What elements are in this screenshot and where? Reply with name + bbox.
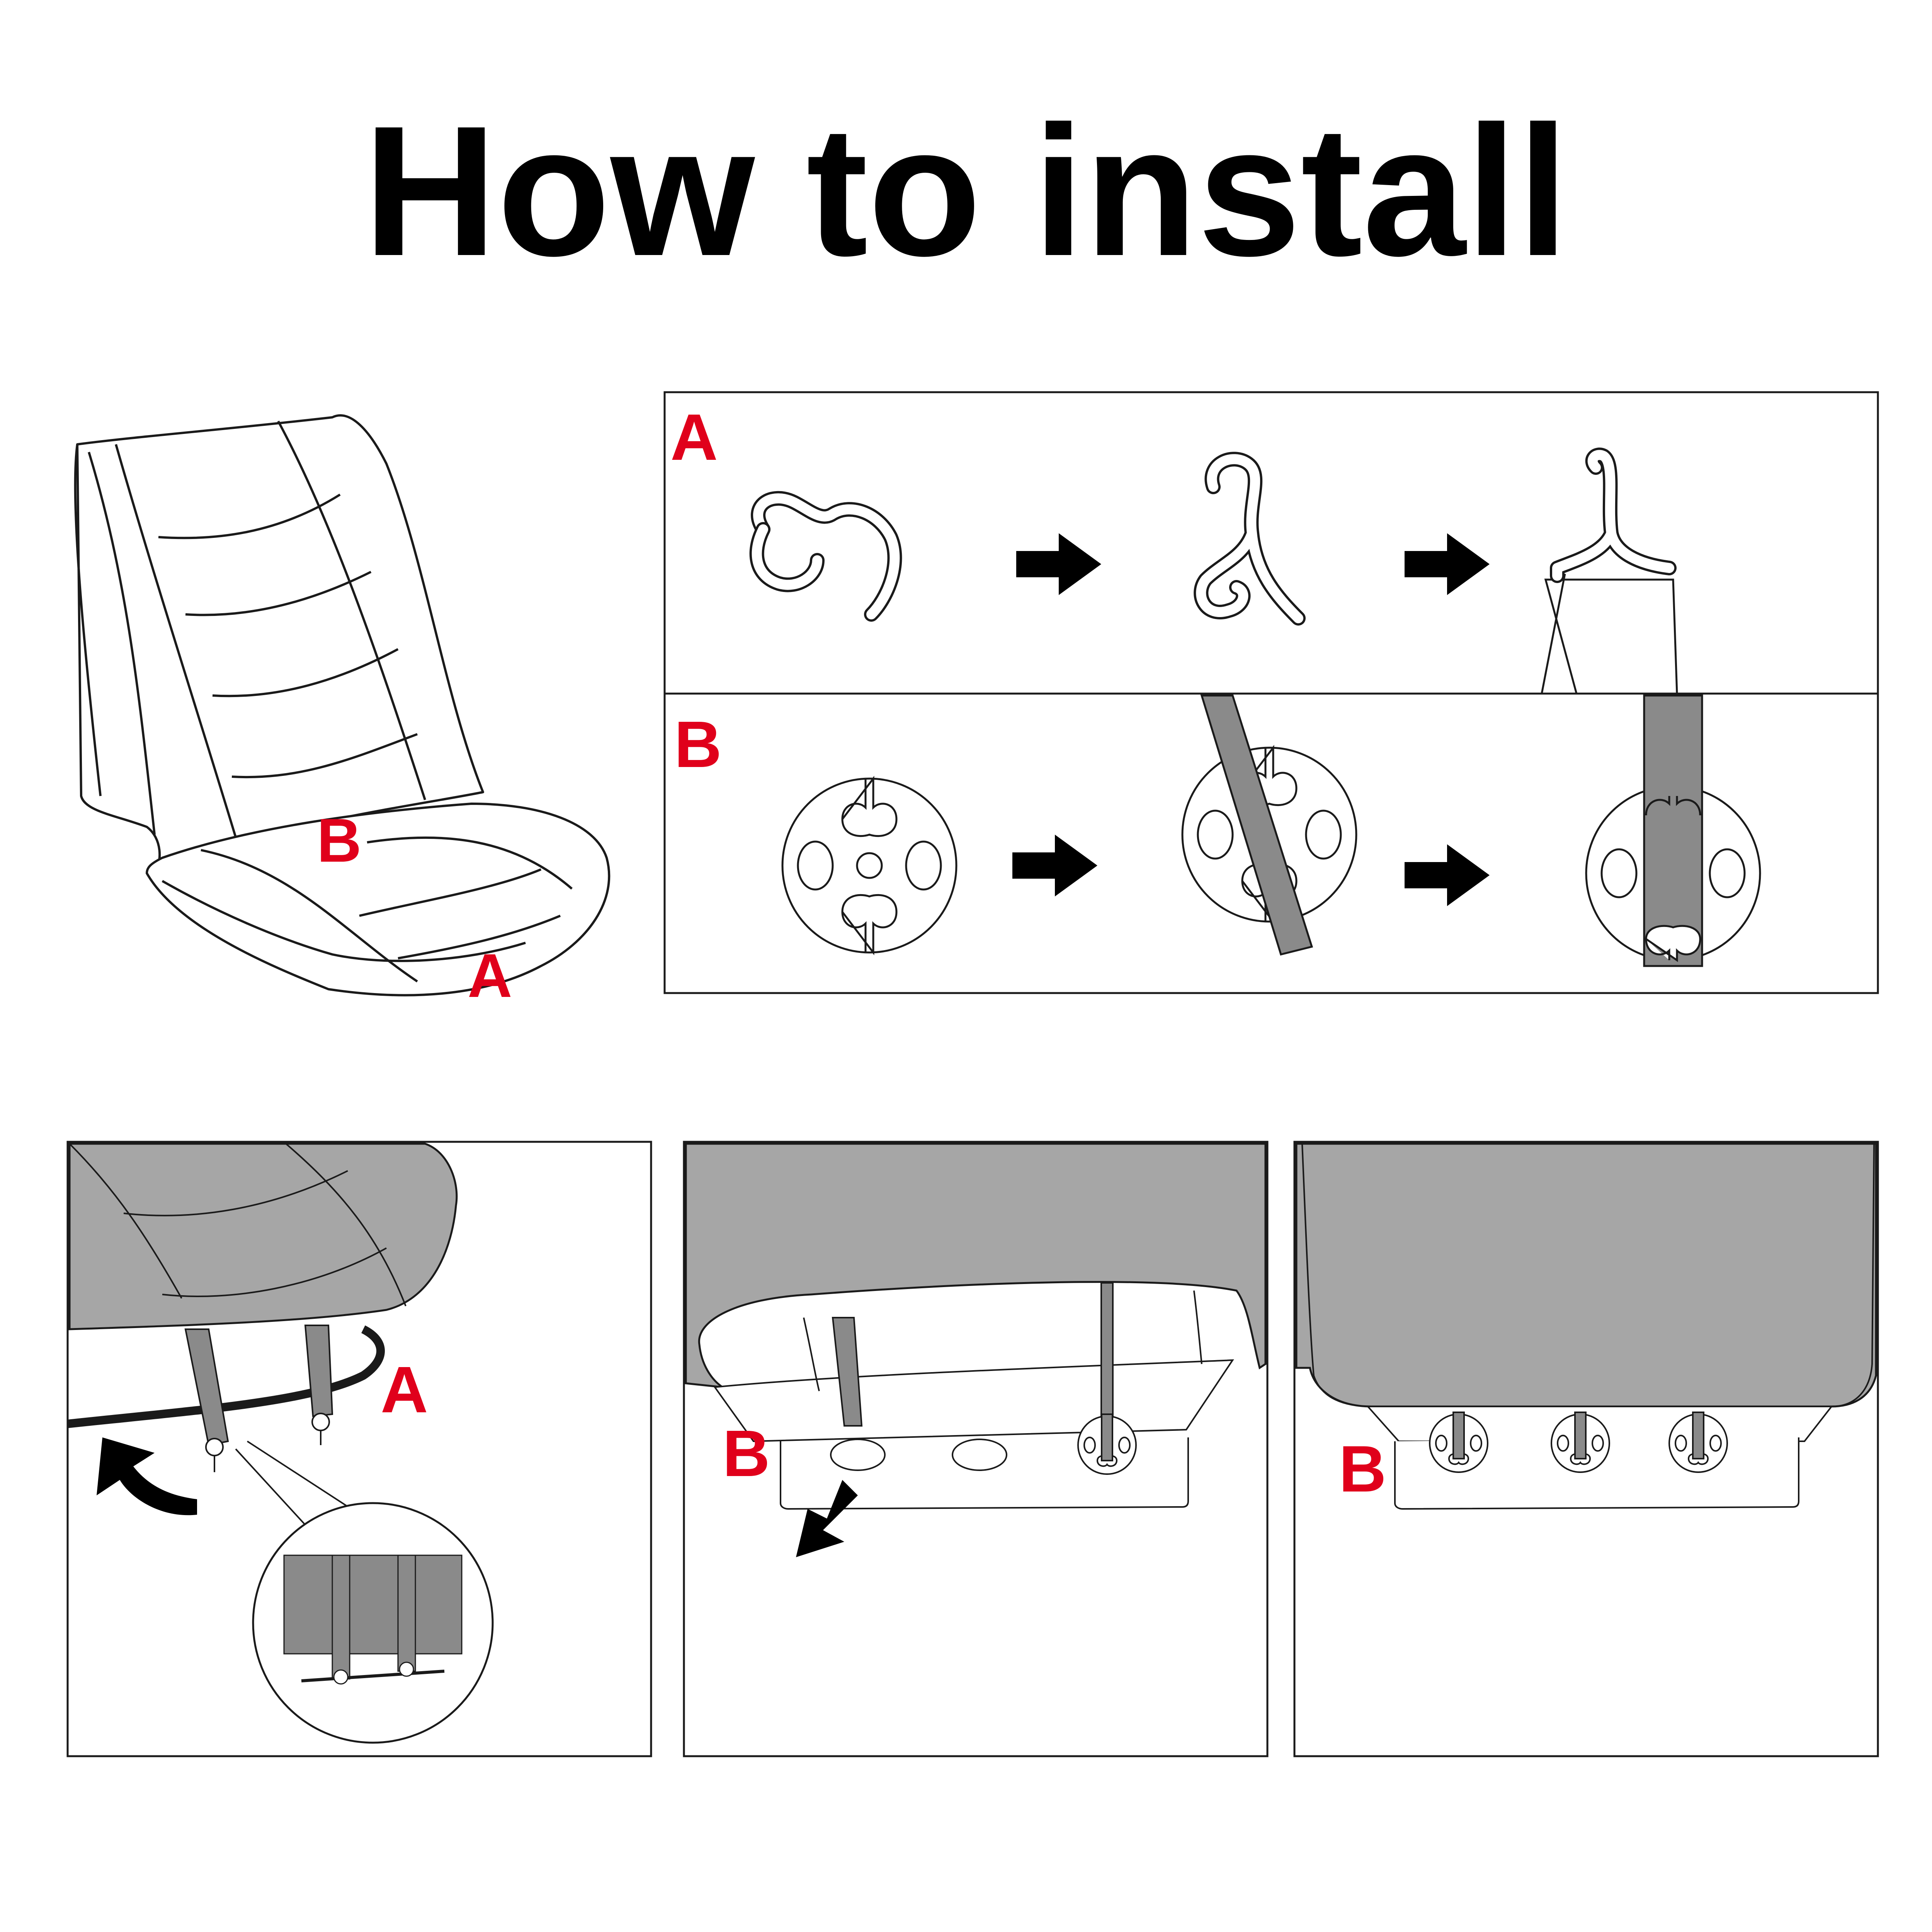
page-title: How to install xyxy=(363,87,1569,294)
step1-seat-cushion xyxy=(67,1143,458,1543)
step2-seat-bottom xyxy=(685,1143,1267,1510)
hook-icon xyxy=(1194,452,1306,626)
panel-b-label: B xyxy=(674,708,722,781)
step1-label: A xyxy=(381,1353,428,1427)
hook-icon xyxy=(749,498,895,614)
seat-overview xyxy=(74,414,611,997)
hook-with-strap xyxy=(1541,447,1678,695)
step3-seat-bottom xyxy=(1295,1143,1877,1510)
disc-fastener-locked xyxy=(1586,694,1760,967)
diagonal-arrow-icon xyxy=(796,1480,858,1557)
disc-fastener-with-strap xyxy=(1182,694,1356,956)
disc-fastener-icon xyxy=(782,779,956,952)
panel-a-label: A xyxy=(670,401,718,474)
curved-arrow-icon xyxy=(97,1437,197,1515)
step3-label: B xyxy=(1339,1432,1386,1506)
zoom-detail-circle xyxy=(252,1502,494,1744)
step2-label: B xyxy=(723,1417,770,1490)
seat-label-b: B xyxy=(317,806,362,875)
seat-label-a: A xyxy=(468,941,512,1010)
